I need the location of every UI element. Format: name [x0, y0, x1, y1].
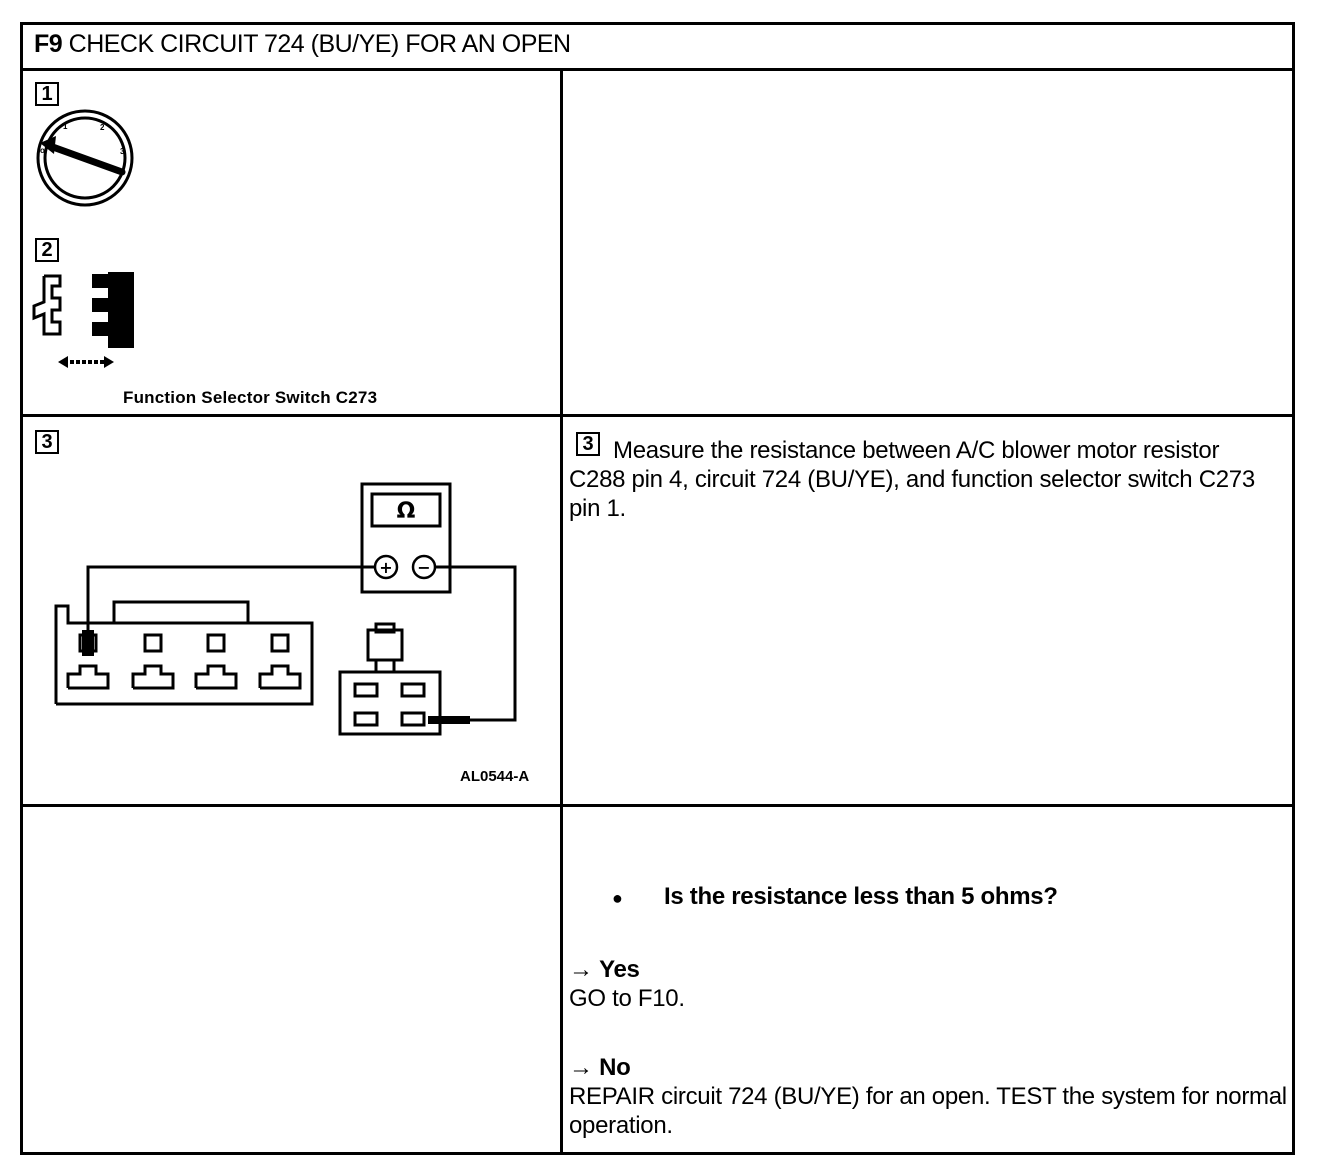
- c288-connector: [54, 600, 314, 706]
- svg-text:3: 3: [120, 147, 125, 156]
- instruction-text: Measure the resistance between A/C blowe…: [569, 437, 1255, 522]
- answer-label: No: [599, 1054, 631, 1081]
- bullet: ●: [612, 888, 623, 908]
- step-title: CHECK CIRCUIT 724 (BU/YE) FOR AN OPEN: [68, 30, 571, 58]
- svg-text:2: 2: [100, 123, 105, 132]
- connector-disconnect-icon: [32, 272, 134, 368]
- answer-yes: → Yes GO to F10.: [569, 955, 1281, 1013]
- arrow-icon: →: [569, 1054, 593, 1081]
- question-text: Is the resistance less than 5 ohms?: [664, 883, 1058, 910]
- ignition-switch-icon: o 1 2 3: [36, 109, 134, 207]
- row-divider: [20, 804, 1295, 807]
- meter-symbol: Ω: [397, 499, 416, 524]
- step-3-instruction: Measure the resistance between A/C blowe…: [569, 436, 1281, 523]
- page-title: F9 CHECK CIRCUIT 724 (BU/YE) FOR AN OPEN: [34, 30, 571, 59]
- question: ● Is the resistance less than 5 ohms?: [612, 882, 1058, 913]
- step-number-1: 1: [35, 82, 59, 106]
- row-divider: [20, 414, 1295, 417]
- procedure-table: [20, 22, 1295, 1155]
- ohmmeter-diagram: Ω + −: [54, 482, 517, 736]
- svg-text:o: o: [40, 146, 45, 155]
- step-number-3-text: 3: [576, 432, 600, 456]
- answer-no: → No REPAIR circuit 724 (BU/YE) for an o…: [569, 1053, 1289, 1140]
- step-number-3: 3: [35, 430, 59, 454]
- arrow-icon: →: [569, 956, 593, 983]
- step-id: F9: [34, 30, 63, 58]
- c273-connector: [338, 622, 470, 736]
- figure-id: AL0544-A: [460, 768, 530, 785]
- svg-text:1: 1: [63, 122, 68, 131]
- answer-action: REPAIR circuit 724 (BU/YE) for an open. …: [569, 1083, 1287, 1139]
- plus-terminal: +: [379, 558, 392, 577]
- step-number-2: 2: [35, 238, 59, 262]
- row-divider: [20, 68, 1295, 71]
- column-divider: [560, 68, 563, 1155]
- answer-label: Yes: [599, 956, 640, 983]
- figure-caption: Function Selector Switch C273: [123, 388, 378, 407]
- minus-terminal: −: [417, 558, 430, 577]
- ohmmeter-icon: Ω + −: [360, 482, 452, 594]
- answer-action: GO to F10.: [569, 985, 685, 1012]
